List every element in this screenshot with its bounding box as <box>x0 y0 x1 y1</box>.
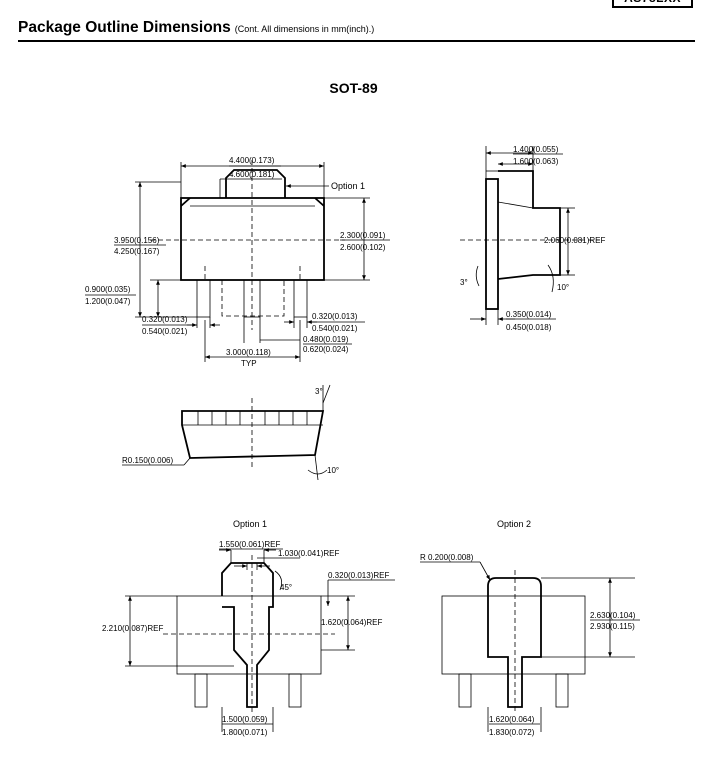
option1-tab <box>221 562 274 708</box>
front-body <box>181 410 325 459</box>
front-angle-bottom: 10° <box>327 466 339 475</box>
top-option-label: Option 1 <box>331 181 365 191</box>
option1-tab-ref: 1.550(0.061)REF <box>219 540 280 549</box>
top-width-a: 4.400(0.173) <box>229 156 275 165</box>
pitch-value: 3.000(0.118) <box>226 348 271 357</box>
part-number: AS78LXX <box>612 0 693 8</box>
option1-edge-ref: 0.320(0.013)REF <box>328 571 389 580</box>
front-view: 3° 10° R0.150(0.006) <box>122 384 339 481</box>
side-profile <box>497 170 561 280</box>
option1-height-ref: 2.210(0.087)REF <box>102 624 163 633</box>
top-leadlen-b: 1.200(0.047) <box>85 297 131 306</box>
lead-right <box>293 279 308 318</box>
side-lead-thk-b: 0.450(0.018) <box>506 323 552 332</box>
top-leadlen-a: 0.900(0.035) <box>85 285 131 294</box>
side-angle-left: 3° <box>460 278 468 287</box>
option2-label: Option 2 <box>497 519 531 529</box>
lead-left <box>196 279 211 318</box>
option2-lead-a: 1.620(0.064) <box>489 715 535 724</box>
option1-chamfer: 45° <box>280 583 292 592</box>
section-header: Package Outline Dimensions(Cont. All dim… <box>18 19 695 37</box>
option2-tab <box>487 577 542 708</box>
header-rule <box>18 40 695 42</box>
pitch-typ: TYP <box>241 359 257 368</box>
option1-lead-b: 1.800(0.071) <box>222 728 268 737</box>
side-angle-right: 10° <box>557 283 569 292</box>
side-thk-a: 1.400(0.055) <box>513 145 559 154</box>
lead-left-a: 0.320(0.013) <box>142 315 188 324</box>
option1-view: Option 1 1.550(0.061)REF 1.030(0.041)REF… <box>102 519 395 737</box>
top-height-b: 4.250(0.167) <box>114 247 160 256</box>
option2-height-a: 2.630(0.104) <box>590 611 636 620</box>
top-chamfer <box>180 197 325 207</box>
front-angle-top: 3° <box>315 387 323 396</box>
option1-body-ref: 1.620(0.064)REF <box>321 618 382 627</box>
option2-lead-b: 1.830(0.072) <box>489 728 535 737</box>
top-height-a: 3.950(0.156) <box>114 236 160 245</box>
lead-right-b: 0.540(0.021) <box>312 324 358 333</box>
top-width-b: 4.600(0.181) <box>229 170 275 179</box>
top-body <box>180 197 325 281</box>
side-view: 1.400(0.055) 1.600(0.063) 2.060(0.081)RE… <box>460 145 605 332</box>
top-body-b: 2.600(0.102) <box>340 243 386 252</box>
top-body-a: 2.300(0.091) <box>340 231 386 240</box>
center-lead-a: 0.480(0.019) <box>303 335 349 344</box>
lead-right-a: 0.320(0.013) <box>312 312 358 321</box>
option1-tab-inner-ref: 1.030(0.041)REF <box>278 549 339 558</box>
side-body <box>485 178 499 310</box>
option2-radius: R 0.200(0.008) <box>420 553 474 562</box>
option2-height-b: 2.930(0.115) <box>590 622 635 631</box>
section-title: Package Outline Dimensions <box>18 19 231 36</box>
center-lead-b: 0.620(0.024) <box>303 345 349 354</box>
option1-lead-a: 1.500(0.059) <box>222 715 268 724</box>
option1-label: Option 1 <box>233 519 267 529</box>
section-subtitle: (Cont. All dimensions in mm(inch).) <box>234 24 375 34</box>
side-height-ref: 2.060(0.081)REF <box>544 236 605 245</box>
side-thk-b: 1.600(0.063) <box>513 157 559 166</box>
top-tab <box>225 169 286 198</box>
top-view: 4.400(0.173) 4.600(0.181) Option 1 3.950… <box>85 156 390 368</box>
front-radius: R0.150(0.006) <box>122 456 173 465</box>
lead-left-b: 0.540(0.021) <box>142 327 188 336</box>
package-name: SOT-89 <box>329 80 378 96</box>
side-lead-thk-a: 0.350(0.014) <box>506 310 552 319</box>
option2-view: Option 2 R 0.200(0.008) 2.630(0.104) 2.9… <box>420 519 640 737</box>
